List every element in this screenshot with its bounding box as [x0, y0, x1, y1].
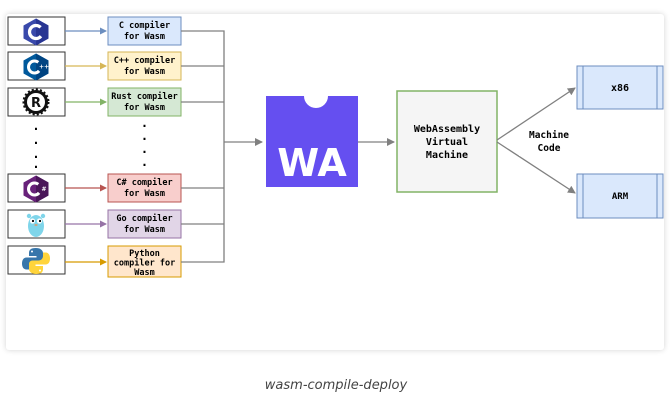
compiler-row-c: C compiler for Wasm [7, 16, 182, 46]
c-language-icon [23, 18, 49, 46]
ellipsis-dot: . [141, 142, 148, 156]
svg-text:#: # [41, 186, 46, 193]
python-language-icon [22, 248, 50, 274]
go-compiler-label-1: Go compiler [116, 213, 172, 224]
csharp-compiler-label-1: C# compiler [116, 177, 172, 188]
compiler-row-go: Go compiler for Wasm [7, 209, 182, 239]
webassembly-logo: WA [266, 96, 358, 187]
vm-box [396, 90, 498, 193]
ellipsis-dot: . [32, 157, 39, 171]
ellipsis-dot: . [32, 133, 39, 147]
machine-code-label-1: Machine [529, 130, 569, 141]
cpp-compiler-label-1: C++ compiler [114, 55, 175, 66]
wasm-logo-text: WA [277, 141, 347, 185]
arm-box [576, 173, 664, 219]
x86-box [576, 65, 664, 110]
c-compiler-label-1: C compiler [119, 20, 170, 31]
machine-code-label-2: Code [538, 143, 561, 154]
arrow-to-x86 [496, 87, 576, 141]
compiler-row-cpp: ++ C++ compiler for Wasm [7, 51, 182, 81]
go-compiler-box [107, 209, 182, 239]
ellipsis-dot: . [141, 155, 148, 169]
svg-text:++: ++ [39, 64, 49, 71]
merge-connectors [181, 30, 263, 263]
machine-code-label-bg [519, 126, 579, 156]
compiler-row-rust: R Rust compiler for Wasm [7, 87, 182, 117]
compiler-row-csharp: # C# compiler for Wasm [7, 173, 182, 203]
svg-text:R: R [31, 96, 41, 111]
vm-label-1: WebAssembly [414, 124, 480, 135]
connector-bus [181, 30, 225, 263]
compile-diagram: C compiler for Wasm ++ C++ compiler for … [7, 16, 664, 278]
ellipsis-dot: . [32, 147, 39, 161]
python-compiler-label-3: Wasm [134, 268, 154, 278]
x86-label: x86 [611, 83, 629, 94]
ellipsis-dots: . . . . . . . . [32, 116, 148, 171]
rust-compiler-label-2: for Wasm [124, 103, 165, 113]
c-compiler-label-2: for Wasm [124, 32, 165, 42]
python-compiler-label-1: Python [129, 249, 160, 259]
arm-label: ARM [612, 192, 629, 202]
vm-label-3: Machine [426, 149, 468, 161]
go-compiler-label-2: for Wasm [124, 225, 165, 235]
rust-compiler-box [107, 87, 182, 117]
target-arm: ARM [576, 173, 664, 219]
figure-caption: wasm-compile-deploy [264, 378, 408, 393]
arrow-to-arm [496, 141, 576, 194]
cpp-compiler-label-2: for Wasm [124, 67, 165, 77]
csharp-compiler-label-2: for Wasm [124, 189, 165, 199]
cpp-language-icon: ++ [23, 53, 49, 81]
csharp-language-icon: # [23, 175, 49, 203]
target-x86: x86 [576, 65, 664, 110]
ellipsis-dot: . [141, 116, 148, 130]
cpp-compiler-box [107, 51, 182, 81]
python-compiler-label-2: compiler for [114, 258, 175, 269]
rust-language-icon: R [22, 88, 50, 116]
wasm-logo-shape [266, 96, 358, 187]
ellipsis-dot: . [141, 129, 148, 143]
rust-compiler-label-1: Rust compiler [111, 91, 178, 102]
webassembly-vm: WebAssembly Virtual Machine [396, 90, 498, 193]
machine-code-label: Machine Code [519, 126, 579, 156]
go-gopher-icon [26, 213, 46, 237]
ellipsis-dot: . [32, 119, 39, 133]
vm-label-2: Virtual [426, 136, 468, 148]
compiler-row-python: Python compiler for Wasm [7, 245, 182, 278]
